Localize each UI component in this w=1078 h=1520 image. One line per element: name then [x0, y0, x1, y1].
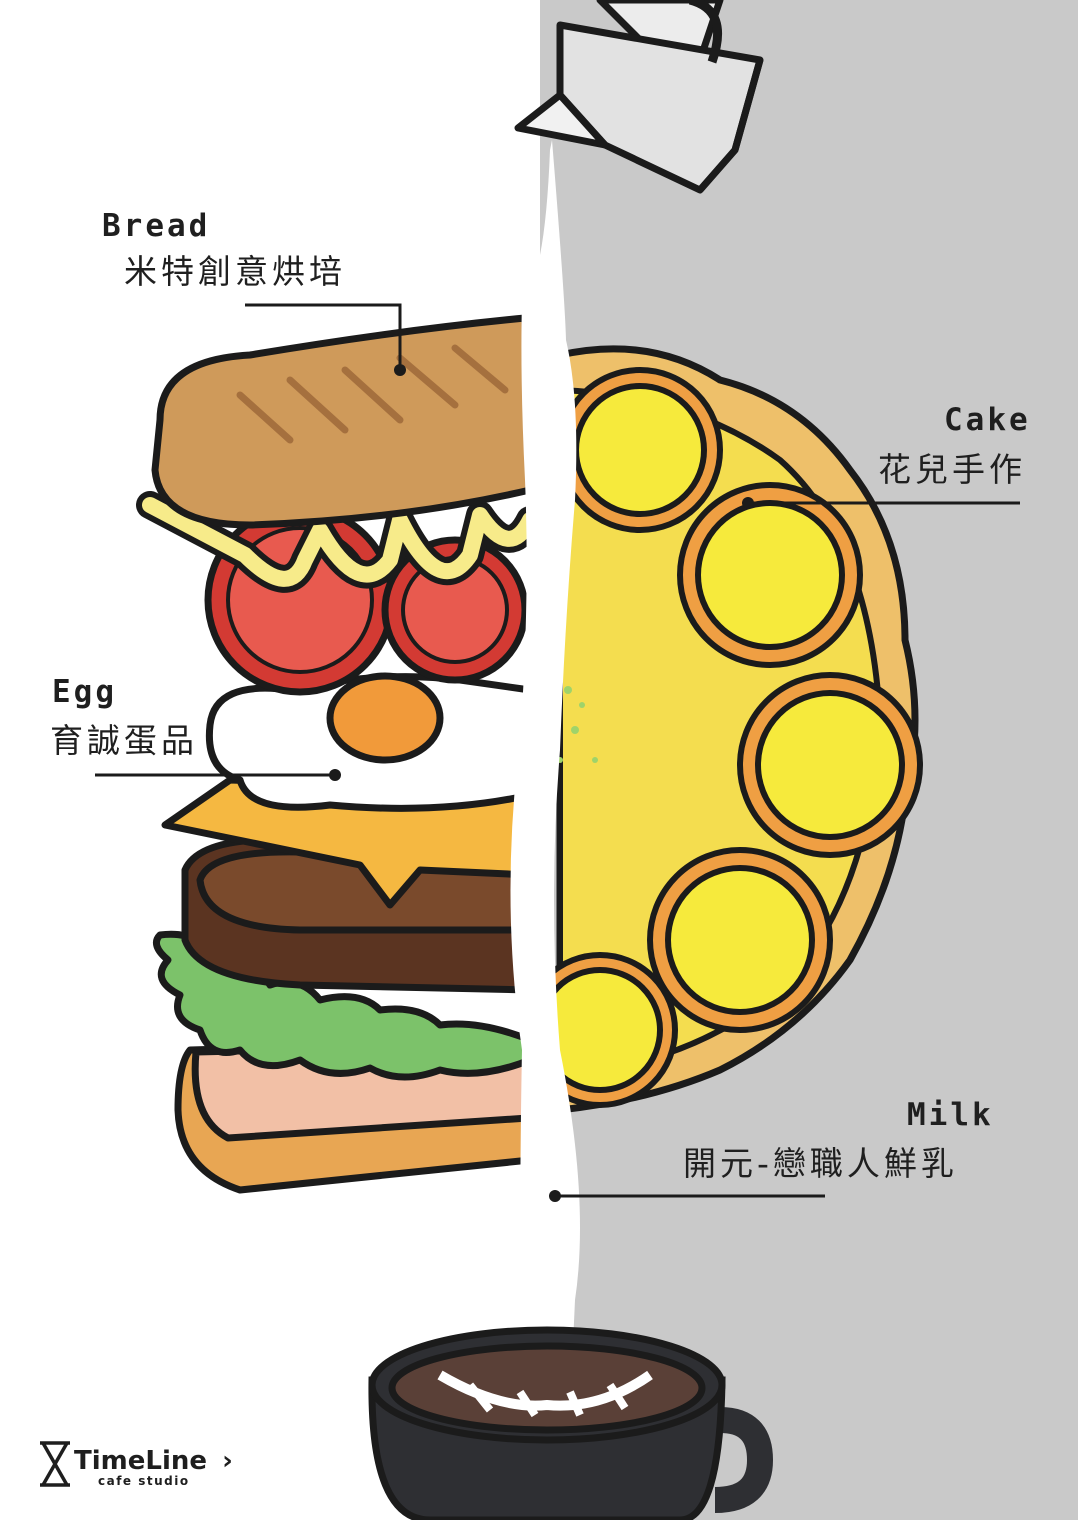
egg-supplier: 育誠蛋品	[50, 721, 198, 760]
bread-label: Bread	[102, 208, 211, 244]
cake-supplier: 花兒手作	[878, 450, 1026, 489]
milk-pitcher-icon	[514, 0, 764, 194]
brand-title: TimeLine	[74, 1446, 207, 1476]
brand-subtitle: cafe studio	[98, 1474, 190, 1488]
callout-lines	[95, 303, 1020, 1202]
milk-label: Milk	[907, 1097, 994, 1133]
brand-name: TimeLine ›	[74, 1446, 233, 1476]
sandwich-icon	[136, 314, 544, 1194]
coffee-cup-icon	[368, 1326, 774, 1520]
egg-label: Egg	[52, 674, 117, 710]
milk-supplier: 開元-戀職人鮮乳	[683, 1144, 958, 1183]
cake-label: Cake	[944, 402, 1031, 438]
lemon-tart-icon	[522, 345, 923, 1114]
bread-supplier: 米特創意烘培	[124, 252, 346, 291]
milk-stream	[510, 140, 580, 1410]
chevron-right-icon: ›	[222, 1446, 233, 1476]
hourglass-logo-icon	[40, 1441, 70, 1487]
